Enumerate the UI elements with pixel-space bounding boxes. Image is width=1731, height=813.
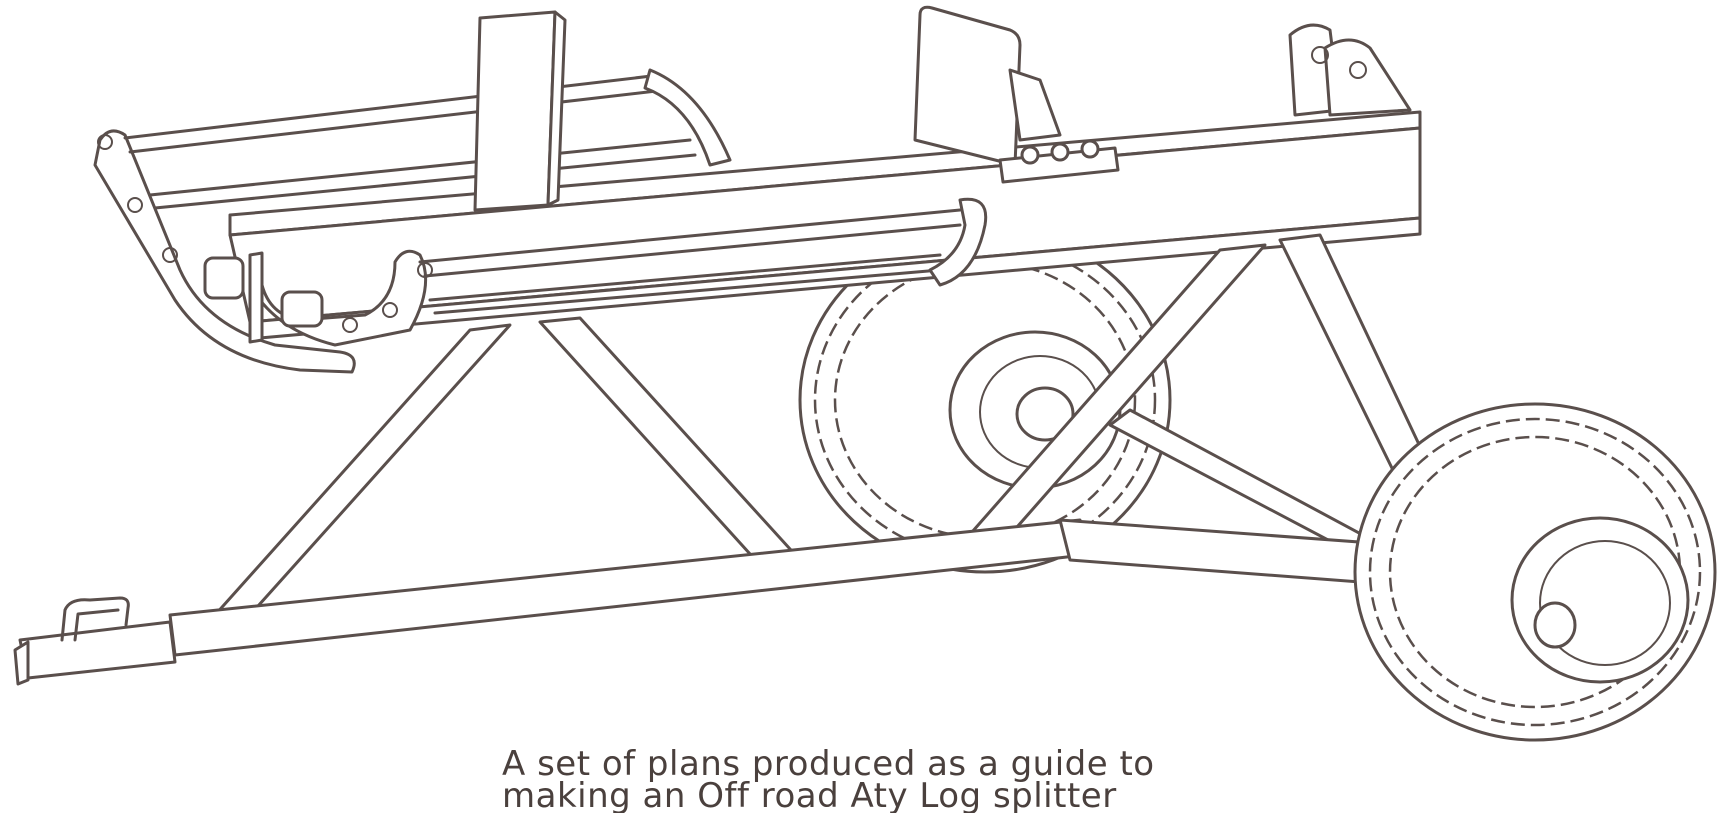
log-cradle	[93, 68, 988, 374]
push-plate	[913, 5, 1120, 184]
plan-caption: A set of plans produced as a guide to ma…	[502, 744, 1222, 813]
front-wheel	[1353, 402, 1717, 742]
splitting-wedge	[473, 10, 567, 212]
caption-line-2: making an Off road Aty Log splitter	[502, 776, 1117, 813]
caption-line-1: A set of plans produced as a guide to	[502, 744, 1155, 784]
cylinder-mount	[1288, 23, 1412, 117]
tow-bar	[13, 518, 1402, 686]
frame-legs	[213, 233, 1452, 617]
